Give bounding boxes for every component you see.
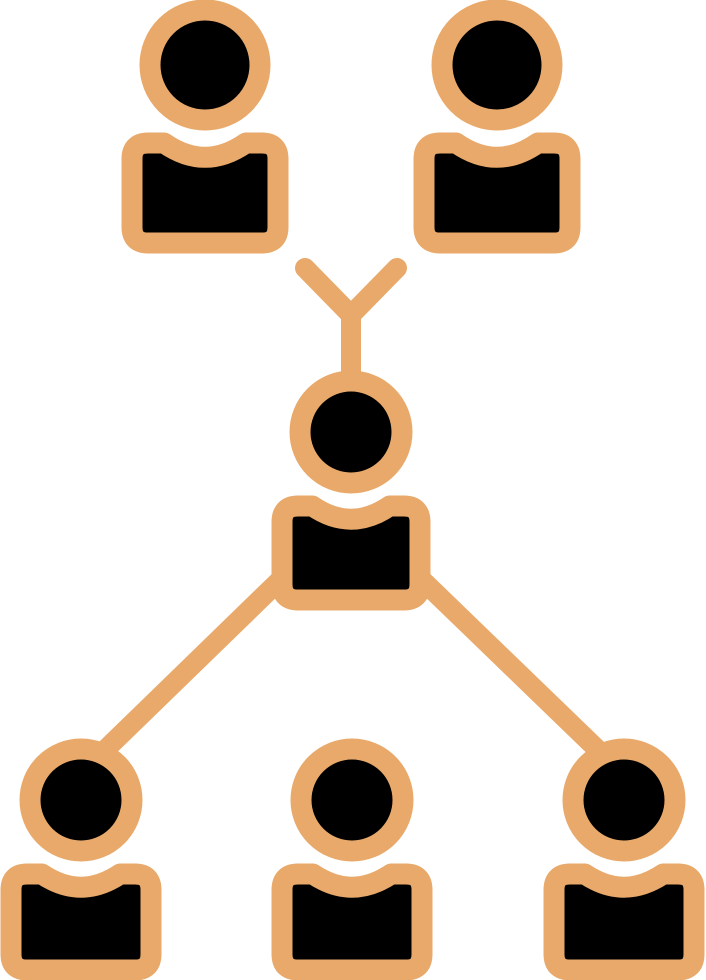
person-body xyxy=(0,863,162,980)
person-center xyxy=(271,370,431,611)
branch-line-right xyxy=(410,568,610,762)
person-bottom-right xyxy=(543,738,705,980)
person-top-left xyxy=(121,0,289,254)
person-head xyxy=(289,370,413,494)
merge-connector xyxy=(295,258,407,382)
person-body xyxy=(271,863,433,980)
person-head xyxy=(290,738,414,862)
person-body xyxy=(121,132,289,254)
person-body xyxy=(543,863,705,980)
person-head xyxy=(562,738,686,862)
person-body xyxy=(271,495,431,611)
person-top-right xyxy=(413,0,581,254)
branch-line-left xyxy=(93,568,292,762)
connector-lines xyxy=(93,258,610,762)
person-body xyxy=(413,132,581,254)
person-head xyxy=(431,0,563,131)
person-bottom-left xyxy=(0,738,162,980)
person-bottom-middle xyxy=(271,738,433,980)
person-head xyxy=(139,0,271,131)
person-head xyxy=(19,738,143,862)
